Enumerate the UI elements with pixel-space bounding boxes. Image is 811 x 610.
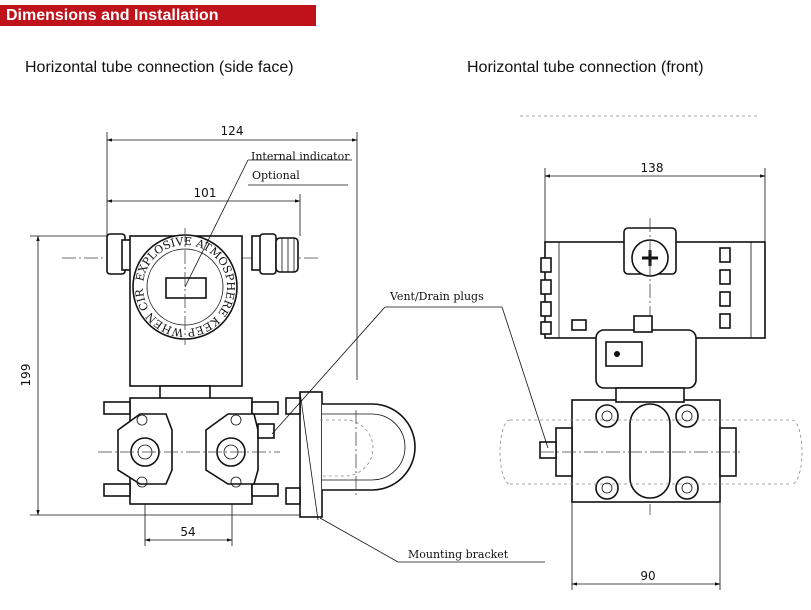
front-view-caption: Horizontal tube connection (front) — [467, 59, 704, 76]
side-view-caption: Horizontal tube connection (side face) — [25, 59, 294, 76]
label-internal-indicator: Internal indicator — [251, 150, 350, 163]
label-optional: Optional — [252, 169, 300, 182]
dim-199: 199 — [19, 364, 33, 387]
dim-124: 124 — [221, 124, 244, 138]
label-vent-drain: Vent/Drain plugs — [389, 290, 484, 303]
dim-138: 138 — [641, 161, 664, 175]
section-header: Dimensions and Installation — [0, 5, 316, 26]
dim-101: 101 — [194, 186, 217, 200]
dim-54: 54 — [180, 525, 195, 539]
dim-90: 90 — [640, 569, 655, 583]
front-view: 138 — [499, 115, 803, 590]
label-mounting-bracket: Mounting bracket — [408, 548, 509, 561]
side-view: 124 101 199 54 EXPLOSIVE ATMOSPHERE — [0, 0, 545, 563]
